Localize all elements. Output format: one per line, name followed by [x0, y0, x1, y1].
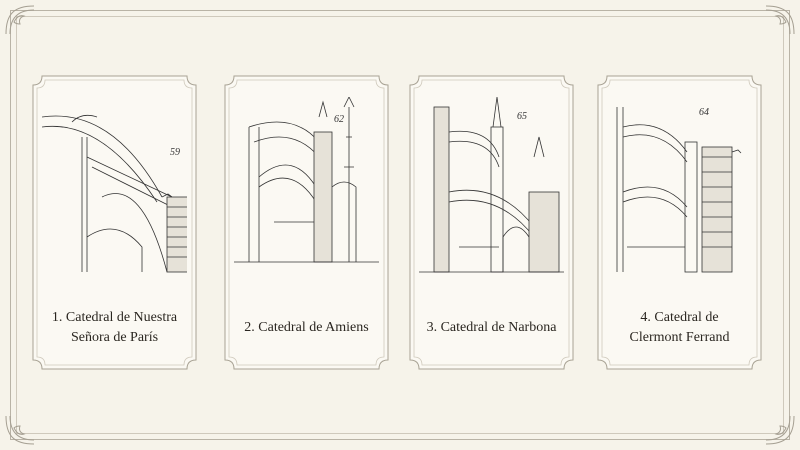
caption-line: 1. Catedral de Nuestra [51, 310, 178, 325]
plate-number: 65 [517, 111, 527, 122]
card-caption: 2. Catedral de Amiens [232, 303, 381, 353]
card-border [224, 75, 389, 370]
outer-frame [10, 10, 790, 440]
cathedral-card-3[interactable]: 65 3. Catedral de Narbona [409, 75, 574, 370]
corner-ornament-icon [4, 4, 38, 38]
card-border [409, 75, 574, 370]
card-caption: 1. Catedral de Nuestra Señora de París [40, 303, 189, 353]
flying-buttress-engraving-clermont-ferrand: 64 [607, 97, 752, 277]
corner-ornament-icon [762, 412, 796, 446]
caption-line: Clermont Ferrand [629, 330, 730, 345]
plate-number: 64 [699, 107, 709, 118]
card-caption: 3. Catedral de Narbona [417, 303, 566, 353]
inner-frame [16, 16, 784, 434]
flying-buttress-engraving-narbonne: 65 [419, 97, 564, 277]
caption-line: 2. Catedral de Amiens [244, 320, 369, 335]
caption-line: Señora de París [70, 330, 159, 345]
corner-ornament-icon [4, 412, 38, 446]
cathedral-card-1[interactable]: 59 1. Catedral de Nuestra Señora de Parí… [32, 75, 197, 370]
plate-number: 59 [170, 147, 180, 158]
card-caption: 4. Catedral de Clermont Ferrand [605, 303, 754, 353]
flying-buttress-engraving-amiens: 62 [234, 97, 379, 277]
caption-line: 4. Catedral de [640, 310, 719, 325]
plate-number: 62 [334, 114, 344, 125]
cathedral-card-2[interactable]: 62 2. Catedral de Amiens [224, 75, 389, 370]
cathedral-card-4[interactable]: 64 4. Catedral de Clermont Ferrand [597, 75, 762, 370]
caption-line: 3. Catedral de Narbona [426, 320, 557, 335]
flying-buttress-engraving-notre-dame: 59 [42, 97, 187, 277]
card-border [32, 75, 197, 370]
corner-ornament-icon [762, 4, 796, 38]
